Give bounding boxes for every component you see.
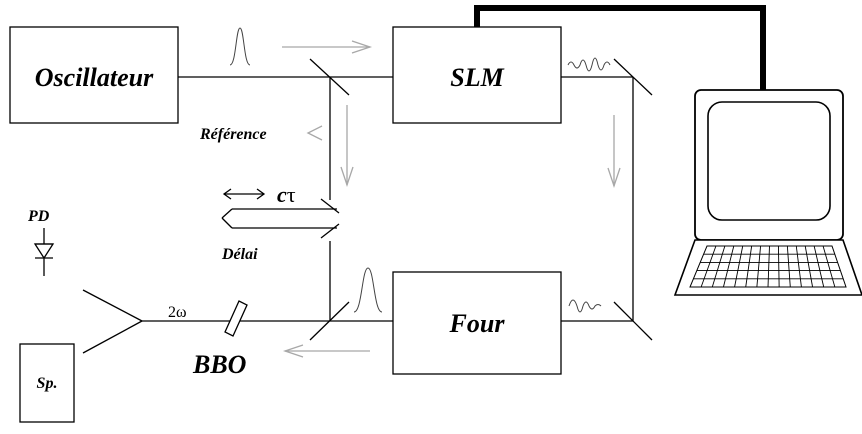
- pulse-slm-out: [567, 57, 611, 72]
- photodiode-icon: [33, 228, 55, 276]
- beam-paths: [82, 76, 634, 354]
- mirror-slm-out: [613, 58, 653, 96]
- four-box: [392, 271, 562, 375]
- oscillator-box: [9, 26, 179, 124]
- two-omega-label: 2ω: [168, 304, 187, 321]
- mirror-delay-bottom: [320, 223, 340, 239]
- propagation-arrows: [282, 40, 621, 358]
- pd-label: PD: [27, 208, 50, 225]
- slm-box: [392, 26, 562, 124]
- delay-label: Délai: [221, 246, 258, 263]
- spectrometer-label: Sp.: [37, 375, 58, 392]
- reference-label: Référence: [199, 126, 267, 143]
- computer-icon: [474, 5, 862, 296]
- mirrors: [309, 58, 653, 341]
- pulse-oscillator-out: [229, 27, 251, 66]
- cable: [474, 5, 766, 90]
- mirror-delay-top: [320, 198, 340, 214]
- pulse-shapes: [229, 27, 611, 313]
- oscillator-label: Oscillateur: [35, 63, 154, 92]
- mirror-splitter: [309, 58, 350, 96]
- slm-label: SLM: [450, 63, 504, 92]
- ctau-label: cτ: [277, 182, 296, 207]
- bbo-crystal: [224, 300, 248, 337]
- spectrometer-box: [19, 343, 75, 423]
- mirror-four-in: [613, 301, 653, 341]
- mirror-combiner: [309, 301, 350, 341]
- pulse-four-in: [568, 299, 602, 313]
- delay-double-arrow: [222, 188, 266, 200]
- bbo-label: BBO: [192, 350, 247, 379]
- four-label: Four: [449, 309, 506, 338]
- pulse-four-out: [353, 267, 383, 313]
